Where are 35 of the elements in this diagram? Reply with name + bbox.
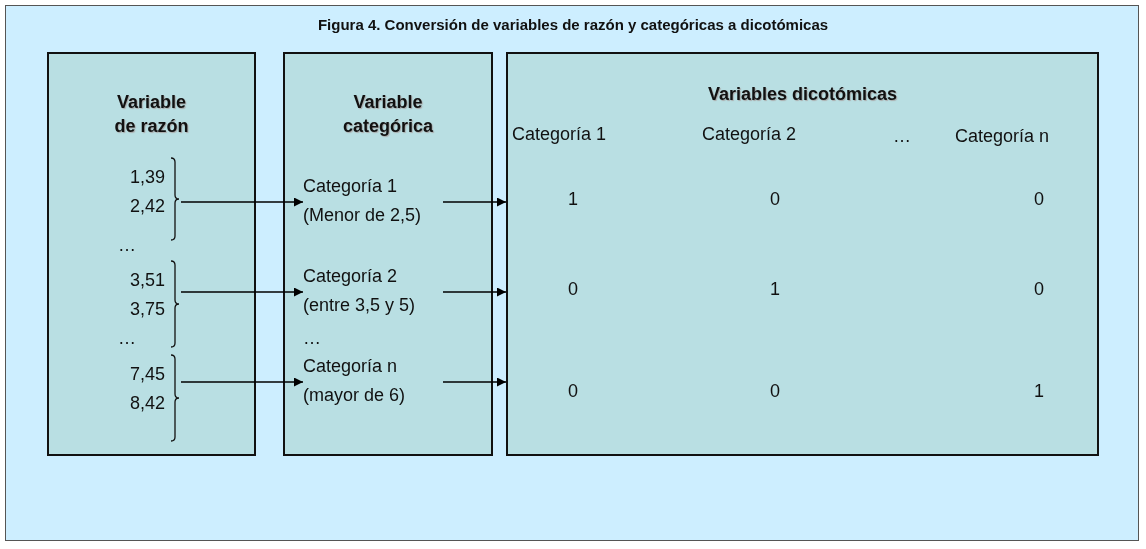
category-text: Categoría n (mayor de 6) [303, 352, 443, 412]
table-value: 0 [1034, 278, 1044, 301]
panel-heading: Variable categórica [341, 91, 434, 138]
table-value: 0 [1034, 188, 1044, 211]
category-text: Categoría 1 (Menor de 2,5) [303, 172, 443, 232]
table-value: 0 [770, 188, 780, 211]
arrow [442, 287, 507, 297]
table-value: 0 [568, 380, 578, 403]
panel [47, 52, 256, 456]
ellipsis-text: … [118, 327, 136, 350]
arrow [180, 287, 304, 297]
column-label: Categoría n [955, 125, 1050, 148]
arrow [442, 377, 507, 387]
arrow [180, 197, 304, 207]
ellipsis-text: … [118, 234, 136, 257]
table-value: 0 [568, 278, 578, 301]
arrow [180, 377, 304, 387]
value-list: 1,39 2,42 [121, 163, 165, 221]
ellipsis-text: … [893, 125, 911, 148]
table-value: 0 [770, 380, 780, 403]
column-label: Categoría 1 [512, 123, 607, 146]
figure-title: Figura 4. Conversión de variables de razón y categóricas a dicotómicas [316, 16, 830, 33]
arrow [442, 197, 507, 207]
column-label: Categoría 2 [702, 123, 797, 146]
ellipsis-text: … [303, 327, 321, 350]
table-value: 1 [770, 278, 780, 301]
panel-heading: Variable de razón [113, 91, 190, 138]
table-value: 1 [1034, 380, 1044, 403]
panel [506, 52, 1099, 456]
panel [283, 52, 493, 456]
value-list: 3,51 3,75 [121, 266, 165, 324]
category-text: Categoría 2 (entre 3,5 y 5) [303, 262, 443, 322]
value-list: 7,45 8,42 [121, 360, 165, 418]
table-value: 1 [568, 188, 578, 211]
panel-heading: Variables dicotómicas [706, 83, 899, 106]
